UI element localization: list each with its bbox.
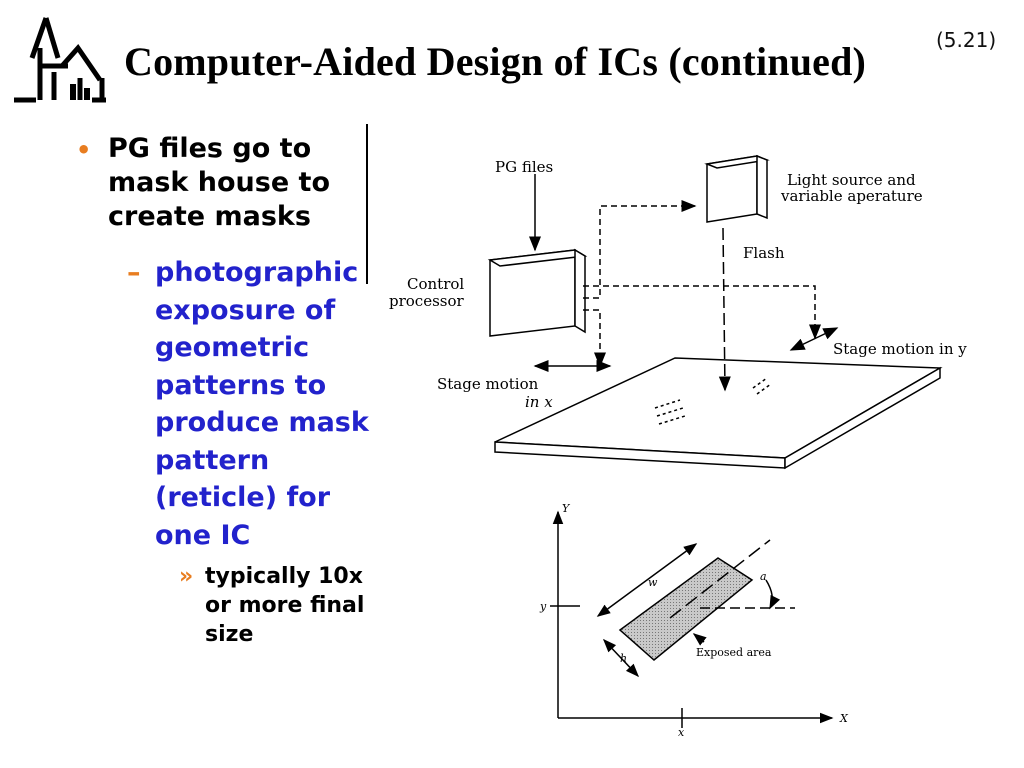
width-label: w bbox=[648, 576, 658, 589]
dash-marker-icon: – bbox=[127, 257, 141, 288]
bullet-dot-icon: • bbox=[76, 136, 92, 164]
control-label-line2: processor bbox=[389, 292, 465, 310]
angle-label: a bbox=[760, 570, 767, 583]
divider-line bbox=[366, 124, 368, 284]
light-source-label-line1: Light source and bbox=[787, 171, 916, 189]
bullet-level2-text: photographic exposure of geometric patte… bbox=[155, 257, 369, 551]
exposure-marks bbox=[654, 377, 772, 425]
flash-label: Flash bbox=[743, 244, 785, 262]
x-tick-label: x bbox=[678, 726, 685, 739]
exposed-area-label: Exposed area bbox=[696, 646, 772, 659]
stage-y-label: Stage motion in y bbox=[833, 340, 967, 358]
bullet-level1: • PG files go to mask house to create ma… bbox=[76, 132, 368, 234]
pattern-generator-diagram: PG files Light source and variable apera… bbox=[389, 154, 967, 470]
bullet-level3-text: typically 10x or more final size bbox=[205, 564, 365, 647]
exposed-area-rect bbox=[618, 557, 754, 661]
stage-x-label-line1: Stage motion bbox=[437, 375, 539, 393]
light-source-label-line2: variable aperature bbox=[780, 187, 923, 205]
stage-x-label-line2: in x bbox=[525, 393, 553, 411]
slide-number: (5.21) bbox=[936, 28, 997, 52]
church-logo-icon bbox=[14, 17, 106, 103]
double-chevron-marker-icon: » bbox=[179, 564, 194, 589]
pg-files-label: PG files bbox=[495, 158, 553, 176]
stage-plate bbox=[494, 357, 943, 470]
x-axis-label: X bbox=[839, 712, 849, 725]
exposure-geometry-diagram: Y X y x w h a Exposed area bbox=[539, 502, 849, 739]
control-label-line1: Control bbox=[407, 275, 464, 293]
y-axis-label: Y bbox=[562, 502, 571, 515]
bullet-level3: » typically 10x or more final size bbox=[179, 562, 380, 649]
slide-title: Computer-Aided Design of ICs (continued) bbox=[124, 39, 867, 84]
light-source-box bbox=[704, 154, 770, 223]
y-tick-label: y bbox=[539, 600, 547, 613]
bullet-level1-text: PG files go to mask house to create mask… bbox=[108, 133, 331, 232]
bullet-level2: – photographic exposure of geometric pat… bbox=[127, 254, 380, 554]
height-label: h bbox=[620, 652, 627, 665]
control-processor-box bbox=[487, 248, 588, 337]
